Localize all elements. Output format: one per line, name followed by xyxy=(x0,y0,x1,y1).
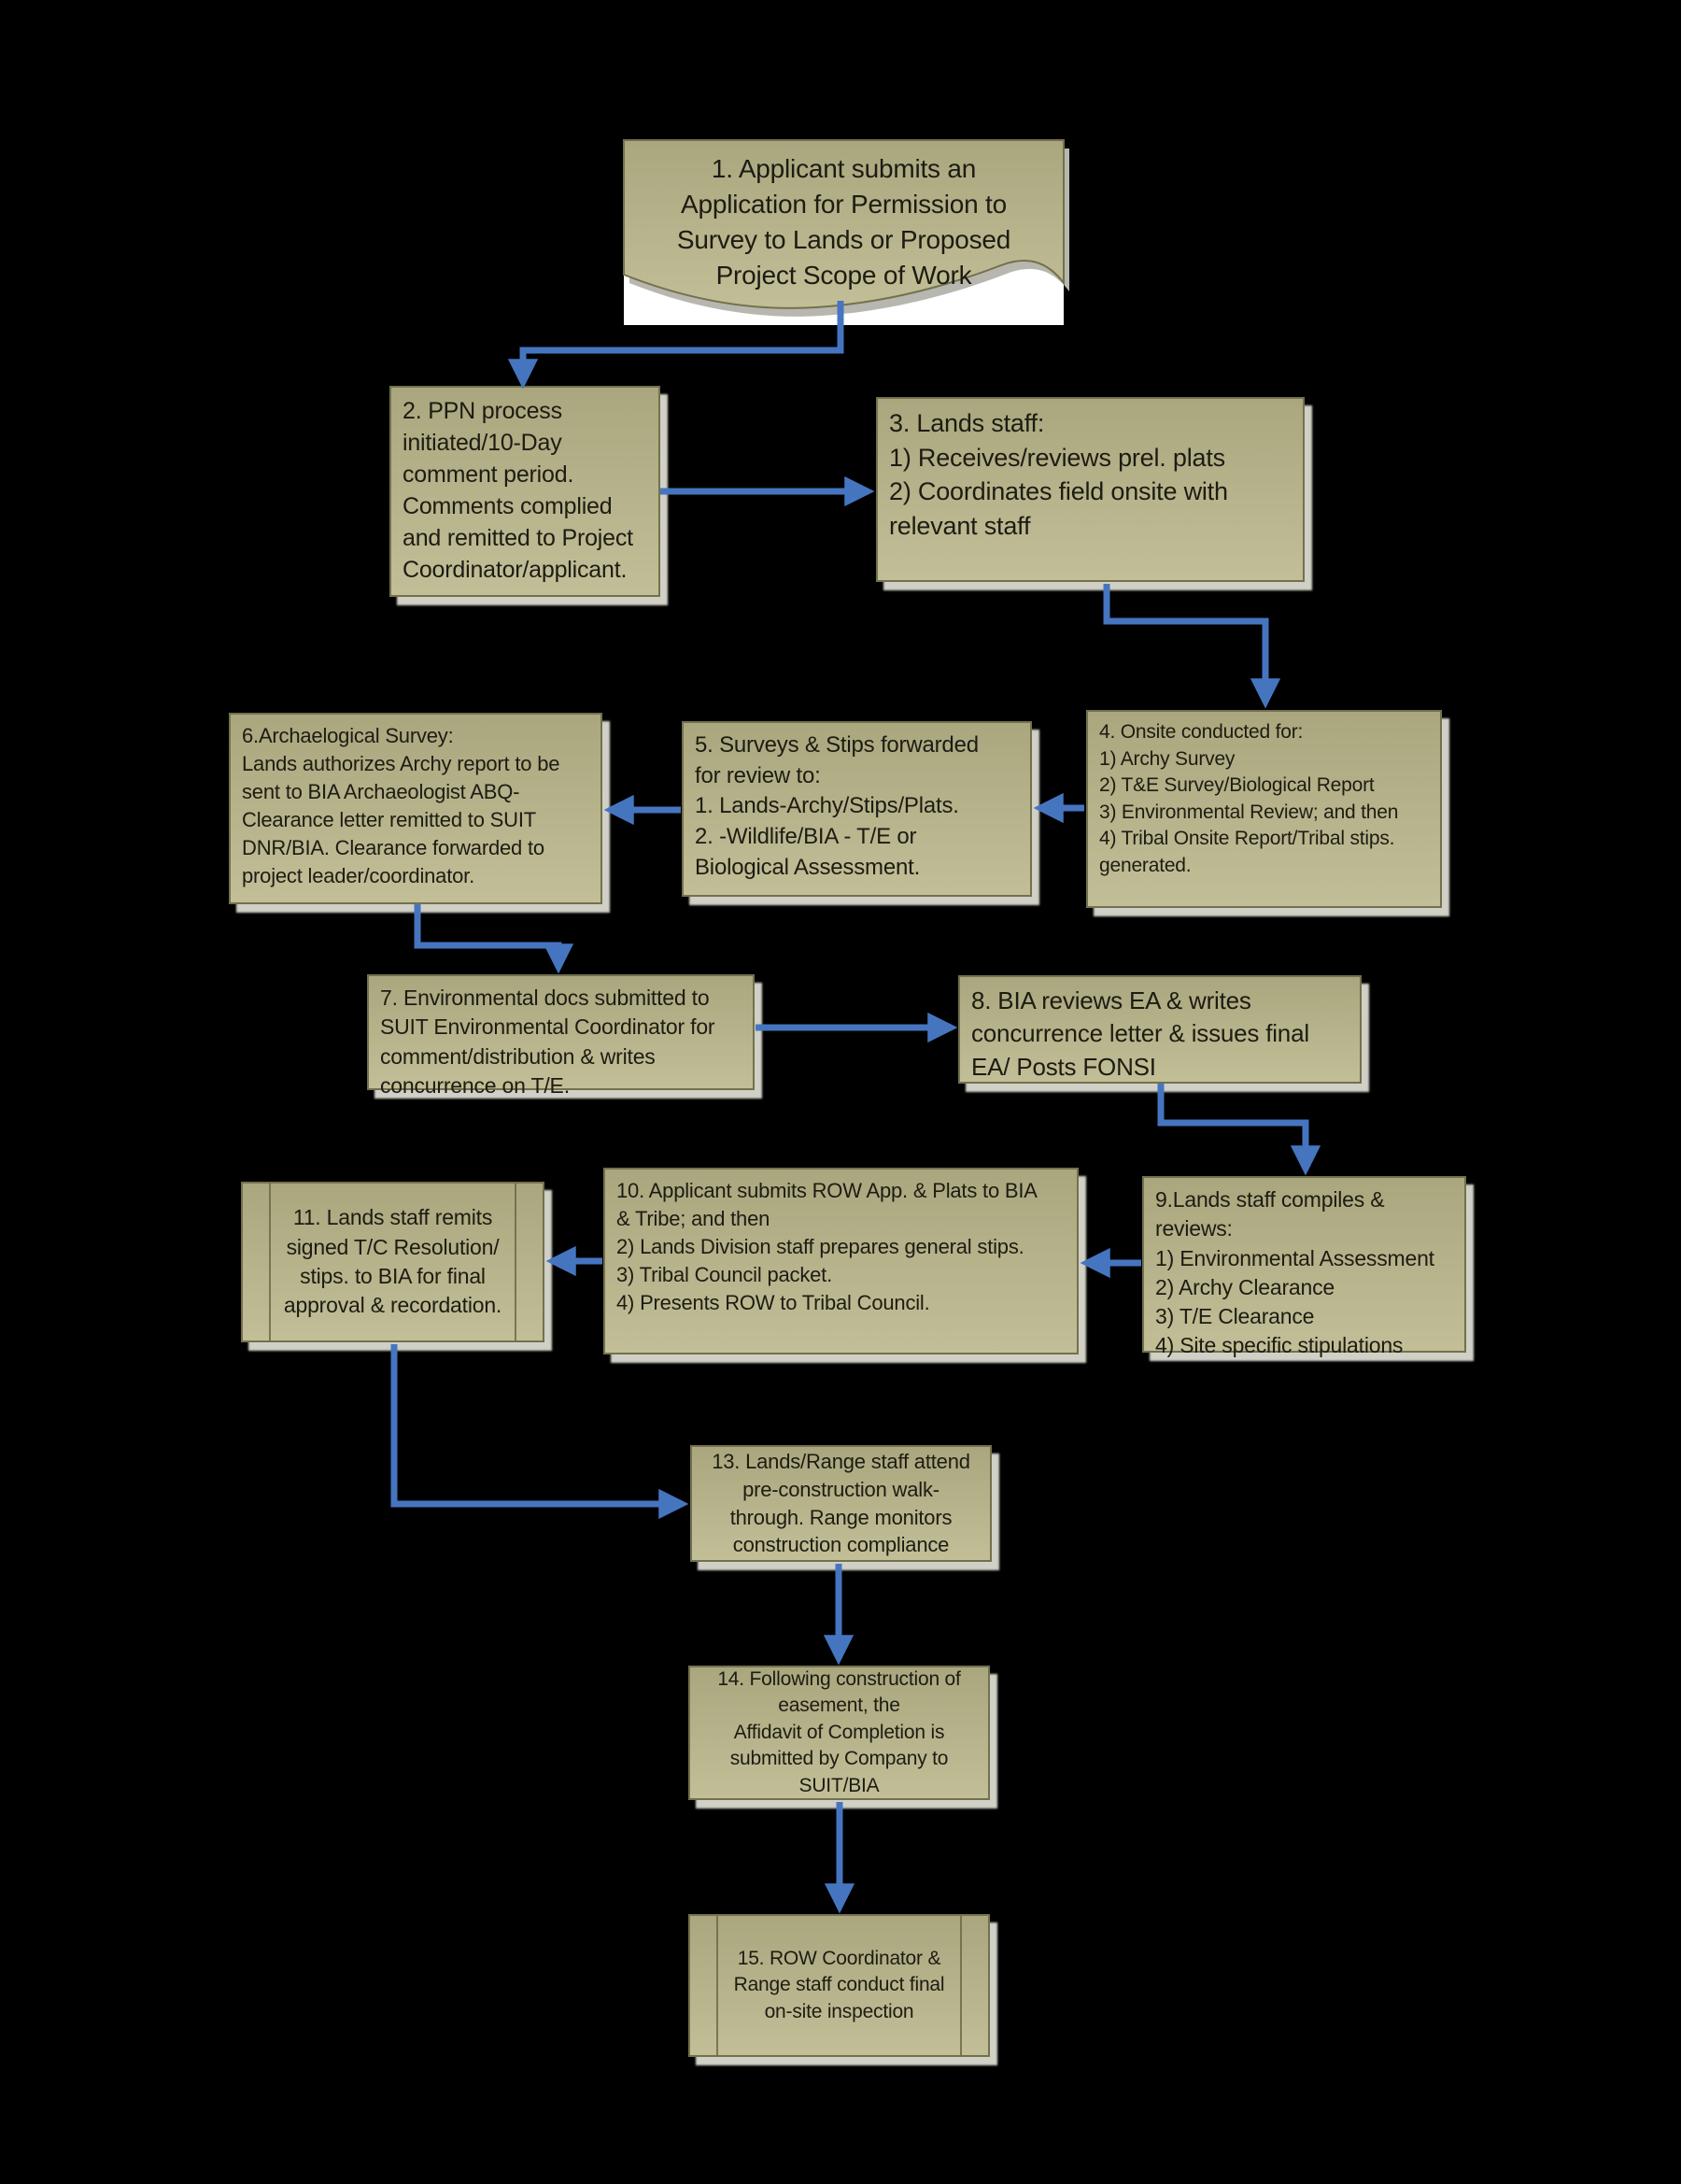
box-text-line: Affidavit of Completion is xyxy=(733,1721,945,1743)
box-text-line: 8. BIA reviews EA & writes xyxy=(971,986,1251,1014)
box-text-line: project leader/coordinator. xyxy=(242,863,474,887)
box-text-line: for review to: xyxy=(695,762,821,788)
box-text-line: 4) Presents ROW to Tribal Council. xyxy=(616,1290,930,1314)
box-text: 4. Onsite conducted for: 1) Archy Survey 2… xyxy=(1088,712,1457,883)
box-text-line: comment period. xyxy=(403,461,574,488)
box-text-line: 3) T/E Clearance xyxy=(1155,1304,1315,1329)
box-text-line: 4) Tribal Onsite Report/Tribal stips. xyxy=(1099,828,1395,850)
box-text-line: initiated/10-Day xyxy=(403,430,562,456)
box-text-line: 3) Tribal Council packet. xyxy=(616,1262,832,1286)
box-text-line: Comments complied xyxy=(403,493,613,519)
box-text: 8. BIA reviews EA & writes concurrence le… xyxy=(960,977,1377,1087)
box-text-line: SUIT/BIA xyxy=(798,1774,880,1796)
box-text-line: 11. Lands staff remits xyxy=(292,1205,493,1230)
box-text-line: 10. Applicant submits ROW App. & Plats t… xyxy=(616,1179,1038,1202)
box-14-affidavit-of-completion: 14. Following construction of easement, t… xyxy=(688,1666,990,1800)
box-text-line: Clearance letter remitted to SUIT xyxy=(242,807,536,831)
box-text-line: on-site inspection xyxy=(764,2000,914,2022)
box-text: 11. Lands staff remits signed T/C Resolut… xyxy=(243,1198,543,1326)
box-text-line: 2) Lands Division staff prepares general… xyxy=(616,1234,1024,1258)
box-text-line: 15. ROW Coordinator & xyxy=(737,1947,941,1969)
box-text-line: 3) Environmental Review; and then xyxy=(1099,801,1399,823)
box-11-lands-staff-remits: 11. Lands staff remits signed T/C Resolut… xyxy=(241,1182,544,1342)
box-text: 7. Environmental docs submitted to SUIT E… xyxy=(369,976,770,1104)
box-text-line: concurrence on T/E. xyxy=(380,1072,570,1098)
box-text-line: 1) Environmental Assessment xyxy=(1155,1245,1434,1270)
box-text-line: stips. to BIA for final xyxy=(300,1264,486,1288)
box-text-line: sent to BIA Archaeologist ABQ- xyxy=(242,779,520,803)
box-text-line: DNR/BIA. Clearance forwarded to xyxy=(242,835,544,859)
box-text-line: construction compliance xyxy=(732,1533,950,1557)
box-text-line: approval & recordation. xyxy=(283,1293,502,1318)
box-text-line: reviews: xyxy=(1155,1216,1233,1241)
box-5-surveys-stips-forwarded: 5. Surveys & Stips forwarded for review t… xyxy=(682,721,1032,897)
box-text-line: 2. -Wildlife/BIA - T/E or xyxy=(695,823,917,849)
box-text: 9.Lands staff compiles & reviews: 1) Envir… xyxy=(1144,1178,1481,1365)
box-text-line: SUIT Environmental Coordinator for xyxy=(380,1014,715,1040)
document-shape-body xyxy=(623,139,1065,309)
box-text-line: 4. Onsite conducted for: xyxy=(1099,721,1304,743)
box-text: 14. Following construction of easement, t… xyxy=(690,1661,988,1806)
box-text-line: submitted by Company to xyxy=(729,1748,949,1770)
box-text: 3. Lands staff: 1) Receives/reviews prel.… xyxy=(878,399,1320,547)
box-text: 6.Archaelogical Survey: Lands authorizes … xyxy=(231,715,617,893)
box-text-line: 2) Archy Clearance xyxy=(1155,1274,1335,1299)
box-text-line: Range staff conduct final xyxy=(733,1974,945,1996)
box-text-line: Biological Assessment. xyxy=(695,854,921,880)
box-text: 13. Lands/Range staff attend pre-construc… xyxy=(692,1442,990,1566)
box-9-lands-staff-compiles: 9.Lands staff compiles & reviews: 1) Envir… xyxy=(1142,1176,1466,1357)
box-text-line: 2) T&E Survey/Biological Report xyxy=(1099,774,1375,797)
box-text-line: Survey to Lands or Proposed xyxy=(676,225,1011,255)
box-13-preconstruction-walkthrough: 13. Lands/Range staff attend pre-construc… xyxy=(690,1445,992,1562)
box-15-final-onsite-inspection: 15. ROW Coordinator & Range staff conduct… xyxy=(688,1914,990,2057)
box-text-line: and remitted to Project xyxy=(403,525,633,551)
box-text-line: pre-construction walk- xyxy=(742,1477,939,1501)
box-text-line: 9.Lands staff compiles & xyxy=(1155,1187,1385,1212)
box-text-line: 7. Environmental docs submitted to xyxy=(380,986,710,1010)
box-text-line: 1) Receives/reviews prel. plats xyxy=(889,443,1225,472)
box-text-line: 5. Surveys & Stips forwarded xyxy=(695,732,979,758)
box-6-archaeological-survey: 6.Archaelogical Survey: Lands authorizes … xyxy=(229,713,602,904)
box-7-environmental-docs: 7. Environmental docs submitted to SUIT E… xyxy=(367,974,755,1098)
box-text-line: Lands authorizes Archy report to be xyxy=(242,751,560,775)
box-text-line: 1. Applicant submits an xyxy=(711,154,977,183)
box-2-ppn-process: 2. PPN process initiated/10-Day comment pe… xyxy=(389,386,660,597)
box-text-line: 4) Site specific stipulations xyxy=(1155,1333,1404,1358)
box-text-line: 2) Coordinates field onsite with xyxy=(889,477,1228,506)
box-text-line: easement, the xyxy=(778,1695,900,1717)
box-text-line: & Tribe; and then xyxy=(616,1206,770,1230)
box-text-line: 1. Lands-Archy/Stips/Plats. xyxy=(695,793,959,819)
box-text-line: comment/distribution & writes xyxy=(380,1043,656,1069)
box-text: 1. Applicant submits an Application for P… xyxy=(624,151,1064,293)
box-10-applicant-submits-row: 10. Applicant submits ROW App. & Plats t… xyxy=(603,1168,1079,1354)
box-text-line: through. Range monitors xyxy=(729,1505,953,1529)
box-text-line: Application for Permission to xyxy=(680,190,1008,220)
box-text-line: EA/ Posts FONSI xyxy=(971,1052,1156,1081)
box-text: 15. ROW Coordinator & Range staff conduct… xyxy=(690,1940,988,2032)
box-text-line: 1) Archy Survey xyxy=(1099,747,1236,770)
document-shape xyxy=(623,139,1069,317)
box-1-application-submitted: 1. Applicant submits an Application for P… xyxy=(623,139,1069,325)
box-text: 10. Applicant submits ROW App. & Plats t… xyxy=(605,1170,1094,1321)
box-text-line: 13. Lands/Range staff attend xyxy=(712,1449,970,1473)
box-text-line: 3. Lands staff: xyxy=(889,409,1045,437)
box-text-line: Coordinator/applicant. xyxy=(403,557,628,583)
box-text-line: concurrence letter & issues final xyxy=(971,1019,1309,1048)
box-text-line: Project Scope of Work xyxy=(715,261,972,291)
box-text-line: generated. xyxy=(1099,854,1192,876)
box-text-line: 2. PPN process xyxy=(403,398,562,424)
box-text-line: relevant staff xyxy=(889,512,1031,541)
box-text-line: 6.Archaelogical Survey: xyxy=(242,724,454,747)
box-text: 5. Surveys & Stips forwarded for review t… xyxy=(684,723,1047,886)
box-text-line: signed T/C Resolution/ xyxy=(286,1234,500,1259)
box-text-line: 14. Following construction of xyxy=(717,1667,961,1690)
box-3-lands-staff: 3. Lands staff: 1) Receives/reviews prel.… xyxy=(876,397,1305,582)
box-8-bia-reviews-ea: 8. BIA reviews EA & writes concurrence le… xyxy=(958,975,1362,1084)
box-text: 2. PPN process initiated/10-Day comment pe… xyxy=(391,388,675,589)
box-4-onsite-conducted: 4. Onsite conducted for: 1) Archy Survey 2… xyxy=(1086,710,1442,908)
